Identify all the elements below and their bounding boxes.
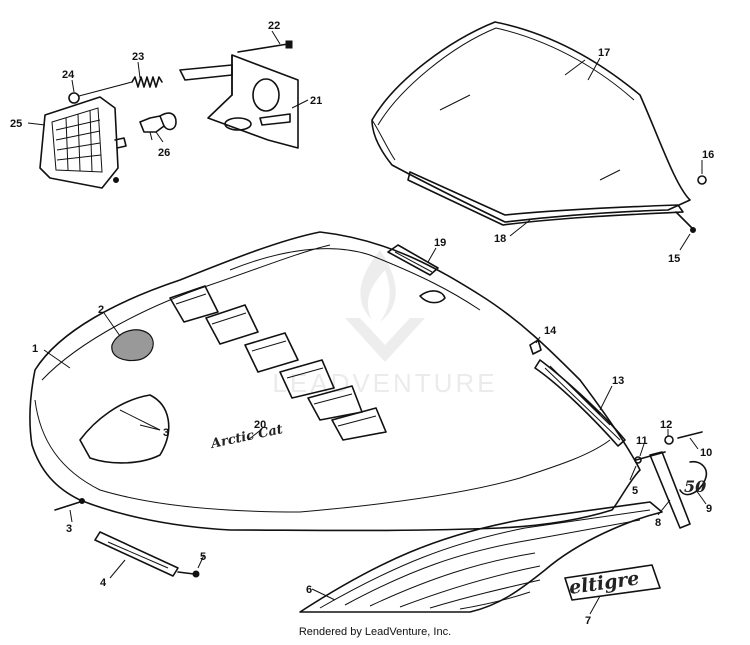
eltigre-badge: eltigre bbox=[564, 564, 661, 601]
callout-4: 4 bbox=[100, 577, 107, 589]
plate-screw bbox=[177, 570, 200, 578]
hood-emblem bbox=[111, 329, 154, 362]
callout-3-upper: 3 bbox=[163, 427, 169, 439]
model-script: Arctic Cat bbox=[208, 422, 284, 452]
headlight-housing bbox=[39, 96, 127, 189]
bulb bbox=[139, 112, 177, 141]
hood-vents bbox=[169, 285, 387, 441]
callout-20: 20 bbox=[254, 419, 266, 431]
callout-5-lower: 5 bbox=[200, 551, 206, 563]
callout-19: 19 bbox=[434, 237, 446, 249]
callout-25: 25 bbox=[10, 118, 22, 130]
spring bbox=[131, 76, 163, 88]
arctic-cat-decal: Arctic Cat bbox=[208, 422, 284, 452]
clip bbox=[529, 339, 542, 355]
callout-12: 12 bbox=[660, 419, 672, 431]
callout-10: 10 bbox=[700, 447, 712, 459]
watermark-text: LEADVENTURE bbox=[272, 368, 497, 398]
callout-5-right: 5 bbox=[632, 485, 638, 497]
adjust-screw bbox=[68, 81, 133, 104]
stripe-decal bbox=[299, 501, 663, 613]
callout-14: 14 bbox=[544, 325, 557, 337]
callout-24: 24 bbox=[62, 69, 75, 81]
bolt bbox=[237, 40, 293, 53]
callout-21: 21 bbox=[310, 95, 322, 107]
callout-1: 1 bbox=[32, 343, 38, 355]
headlight-bracket bbox=[179, 54, 299, 149]
callout-17: 17 bbox=[598, 47, 610, 59]
callout-13: 13 bbox=[612, 375, 624, 387]
callout-22: 22 bbox=[268, 20, 280, 32]
side-louver bbox=[534, 359, 626, 447]
windshield-trim bbox=[407, 171, 684, 226]
callout-18: 18 bbox=[494, 233, 506, 245]
hood-screw bbox=[54, 498, 85, 511]
retainer-plate bbox=[94, 531, 179, 577]
callout-9: 9 bbox=[706, 503, 712, 515]
badge-text: eltigre bbox=[568, 567, 641, 599]
callout-8: 8 bbox=[655, 517, 661, 529]
footer-credit: Rendered by LeadVenture, Inc. bbox=[298, 626, 452, 638]
trim-nut bbox=[697, 175, 707, 185]
vent-grille bbox=[387, 244, 439, 276]
callout-2: 2 bbox=[98, 304, 104, 316]
callout-7: 7 bbox=[585, 615, 591, 627]
callout-16: 16 bbox=[702, 149, 714, 161]
callout-11: 11 bbox=[636, 435, 648, 447]
callout-3-lower: 3 bbox=[66, 523, 72, 535]
hood bbox=[29, 231, 641, 532]
callout-15: 15 bbox=[668, 253, 680, 265]
windshield bbox=[371, 21, 691, 223]
side-badge: 50 bbox=[684, 477, 706, 496]
watermark-logo: LEADVENTURE bbox=[272, 250, 497, 398]
callout-6: 6 bbox=[306, 584, 312, 596]
leader-lines bbox=[27, 30, 707, 615]
trim-screw bbox=[675, 211, 696, 233]
callouts: 1 2 3 3 4 5 5 6 7 8 9 10 11 12 13 14 15 … bbox=[10, 20, 714, 627]
latch-hardware: 50 bbox=[634, 431, 708, 529]
windshield-assembly bbox=[371, 21, 707, 233]
headlight-assembly bbox=[39, 40, 299, 189]
callout-26: 26 bbox=[158, 147, 170, 159]
callout-23: 23 bbox=[132, 51, 144, 63]
